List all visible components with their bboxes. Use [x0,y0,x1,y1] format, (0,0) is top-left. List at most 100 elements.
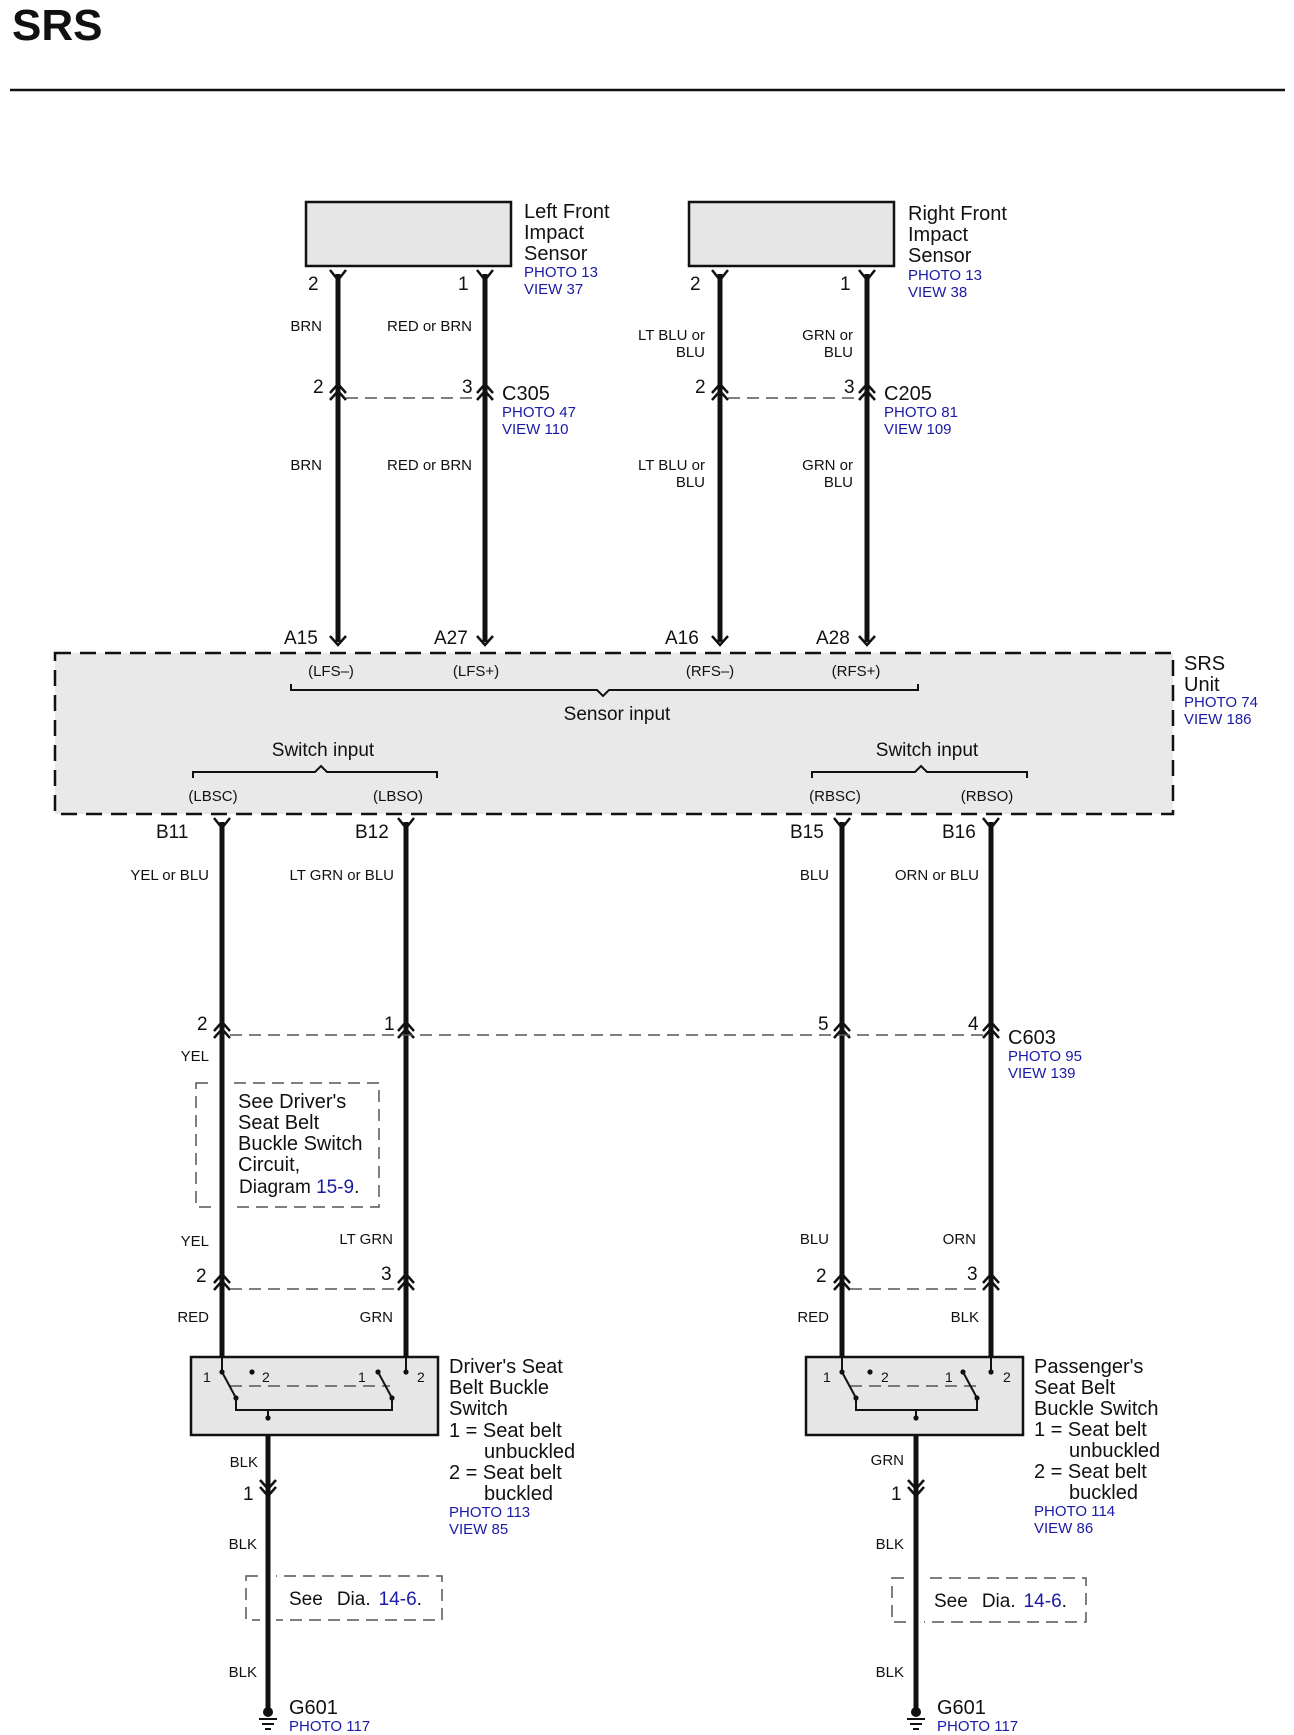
contact-label: 1 [945,1369,953,1385]
srs-pin-a15: A15 [284,628,318,649]
wire-label-blk: BLK [229,1664,257,1681]
see-dia-frame [891,1577,1087,1623]
right-sensor-pin-1: 1 [840,274,851,295]
top-wires [329,269,876,647]
wire-label-grn-or: GRN or [802,327,853,344]
driver-switch-name-2: Belt Buckle [449,1377,549,1399]
passenger-ground-name: G601 [937,1697,986,1719]
wire-label-blk: BLK [229,1536,257,1553]
fork-terminal [711,635,729,647]
dia-word: Dia. [982,1591,1016,1612]
wire-label-red-or-brn: RED or BRN [387,457,472,474]
ground-icon [259,1718,277,1730]
note-line-4: Circuit, [238,1154,300,1176]
passenger-seat-belt-buckle-switch: 1 2 1 2 Passenger's Seat Belt Buckle Swi… [804,1355,1160,1537]
wire-label-blk: BLK [876,1664,904,1681]
switch-input-right-label: Switch input [876,740,979,761]
srs-unit-name-1: SRS [1184,653,1225,675]
wire-label-blu: BLU [800,1231,829,1248]
wire-label-red: RED [797,1309,829,1326]
left-front-impact-sensor: Left Front Impact Sensor PHOTO 13 VIEW 3… [304,200,610,298]
c205-view: VIEW 109 [884,421,952,438]
passenger-legend-2: unbuckled [1069,1440,1160,1462]
wire-label-yel-or-blu: YEL or BLU [130,867,209,884]
ground-connector [259,1479,277,1498]
c205-name: C205 [884,383,932,405]
srs-unit-photo: PHOTO 74 [1184,694,1258,711]
driver-switch-name-1: Driver's Seat [449,1356,563,1378]
passenger-conn-pin-2: 2 [816,1266,827,1287]
note-line-1: See Driver's [238,1091,346,1113]
signal-lfs-neg: (LFS–) [308,663,354,680]
driver-conn-pin-2: 2 [196,1266,207,1287]
srs-unit-name-2: Unit [1184,674,1220,696]
wire-label-lt-blu-or: LT BLU or [638,327,705,344]
right-sensor-name-1: Right Front [908,203,1007,225]
contact-label: 2 [262,1369,270,1385]
inline-connector [711,382,729,401]
inline-connector [397,1272,415,1291]
c603-pin-4: 4 [968,1014,979,1035]
wire-label-yel: YEL [181,1233,209,1250]
note-diagram-ref: 15-9 [316,1177,354,1198]
c603-view: VIEW 139 [1008,1065,1076,1082]
contact-dot [219,1369,225,1375]
contact-dot [249,1369,255,1375]
driver-switch-view: VIEW 85 [449,1521,508,1538]
wire-label-blu: BLU [676,474,705,491]
right-sensor-pin-2: 2 [690,274,701,295]
dia-period: . [417,1589,422,1610]
left-sensor-pin-2: 2 [308,274,319,295]
ground-wires [259,1435,925,1730]
wire-label-red-or-brn: RED or BRN [387,318,472,335]
signal-lfs-pos: (LFS+) [453,663,499,680]
inline-connector [213,1020,231,1039]
switch-input-left-bracket [192,764,438,778]
inline-connector [476,382,494,401]
right-sensor-photo: PHOTO 13 [908,267,982,284]
left-sensor-name-1: Left Front [524,201,610,223]
right-sensor-name-3: Sensor [908,245,972,267]
passenger-switch-name-2: Seat Belt [1034,1377,1116,1399]
ground-splice-dot [263,1707,273,1717]
contact-dot [974,1395,980,1401]
c305-pin-2: 2 [313,377,324,398]
contact-dot [389,1395,395,1401]
c205-photo: PHOTO 81 [884,404,958,421]
passenger-legend-4: buckled [1069,1482,1138,1504]
driver-conn-pin-3: 3 [381,1264,392,1285]
driver-legend-4: buckled [484,1483,553,1505]
wire-label-blu: BLU [824,344,853,361]
c603-name: C603 [1008,1027,1056,1049]
c603-pin-5: 5 [818,1014,829,1035]
c603-pin-1: 1 [384,1014,395,1035]
contact-dot [853,1395,859,1401]
right-sensor-body [687,200,896,268]
ground-connector-pin-1: 1 [243,1484,254,1505]
inline-connector [858,382,876,401]
srs-pin-b16: B16 [942,822,976,843]
fork-terminal [858,269,876,283]
wire-label-blu: BLU [824,474,853,491]
passenger-ground-photo: PHOTO 117 [937,1718,1018,1735]
inline-connector [833,1272,851,1291]
wire-label-blu: BLU [676,344,705,361]
driver-ground-photo: PHOTO 117 [289,1718,370,1735]
see-word: See [289,1589,323,1610]
passenger-conn-pin-3: 3 [967,1264,978,1285]
wire-label-grn: GRN [871,1452,904,1469]
left-sensor-view: VIEW 37 [524,281,583,298]
contact-dot [839,1369,845,1375]
contact-dot [867,1369,873,1375]
signal-lbsc: (LBSC) [188,788,237,805]
c305-pin-3: 3 [462,377,473,398]
c205-pin-2: 2 [695,377,706,398]
wire-label-lt-blu-or: LT BLU or [638,457,705,474]
fork-terminal [833,817,851,831]
contact-dot [375,1369,381,1375]
srs-pin-b15: B15 [790,822,824,843]
left-sensor-name-2: Impact [524,222,584,244]
